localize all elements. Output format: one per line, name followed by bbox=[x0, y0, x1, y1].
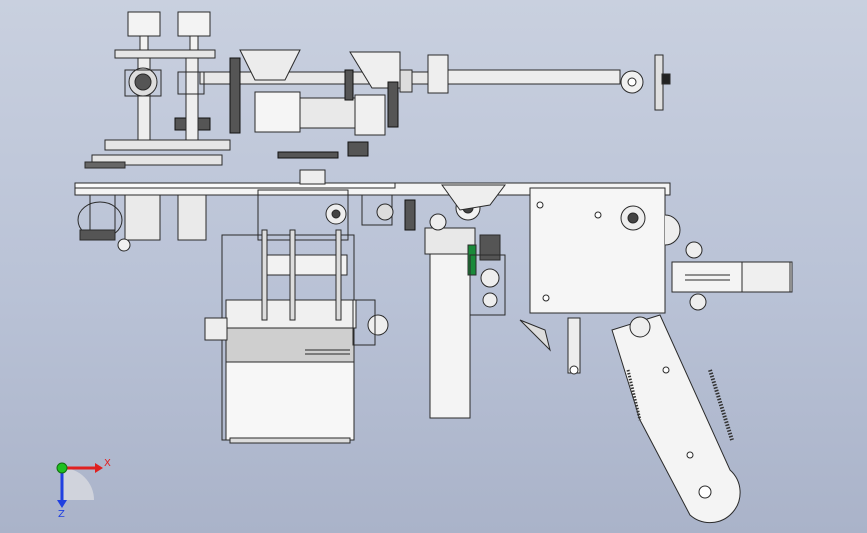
main-base-plate bbox=[74, 182, 671, 196]
y-axis-dot bbox=[56, 462, 68, 474]
upper-drive-shaft-assembly bbox=[174, 49, 671, 231]
top-cup-posts bbox=[91, 11, 231, 166]
middle-hopper-box bbox=[204, 169, 394, 444]
right-extension-arm bbox=[671, 241, 793, 311]
z-axis-label: Z bbox=[58, 509, 65, 520]
left-lower-mechanism bbox=[77, 161, 207, 252]
right-box-housing bbox=[519, 187, 681, 375]
coordinate-triad: X Z bbox=[56, 458, 111, 520]
lower-swing-arm bbox=[611, 314, 741, 524]
central-feed-column bbox=[424, 184, 506, 419]
x-axis-label: X bbox=[104, 458, 111, 469]
